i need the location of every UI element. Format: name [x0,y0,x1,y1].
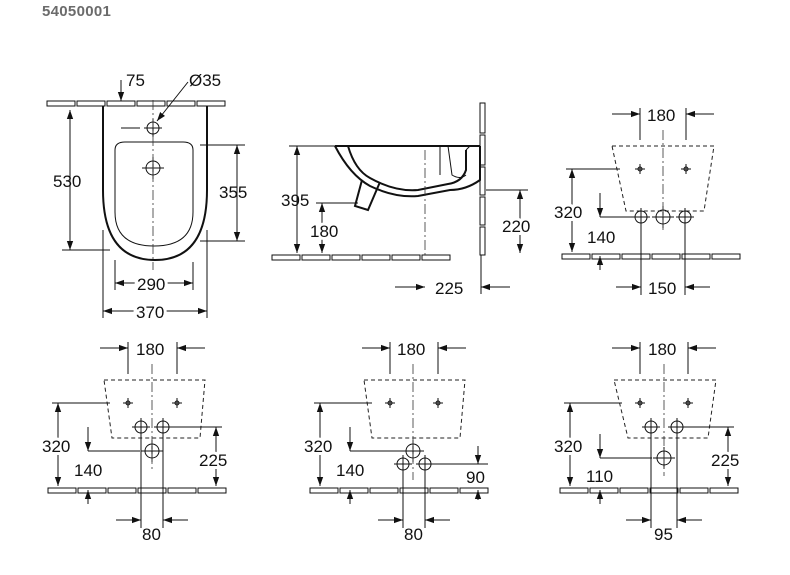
wall-line [46,100,226,107]
dim-supply-spacing: 80 [142,525,161,544]
dim-inner-height: 180 [310,222,338,241]
outline-dashed [611,145,715,212]
dim-height: 320 [554,203,582,222]
dim-supply-height: 225 [199,451,227,470]
floor-line [309,487,489,494]
bidet-outline [102,106,208,262]
dim-bolt-spacing: 180 [648,340,676,359]
dim-tap-hole: Ø35 [189,71,221,90]
dim-supply-spacing: 95 [654,525,673,544]
dim-supply-height: 225 [711,451,739,470]
dim-height: 320 [554,437,582,456]
dim-supply-height: 90 [466,468,485,487]
dim-supply-spacing: 80 [404,525,423,544]
dim-height: 395 [281,191,309,210]
floor-line [561,253,741,260]
dim-bolt-spacing: 180 [647,106,675,125]
wall-view-a: 180 320 140 150 [551,106,741,298]
dim-low-height: 140 [587,228,615,247]
floor-line [559,487,739,494]
dim-low-height: 140 [336,461,364,480]
floor-line [271,254,451,261]
dim-bolt-spacing: 180 [136,340,164,359]
product-code: 54050001 [42,3,112,20]
dim-low-height: 110 [586,467,613,486]
side-view: 395 180 220 225 [271,102,533,298]
dim-bracket-height: 220 [502,217,530,236]
bidet-profile [334,145,481,212]
outline-dashed [103,379,206,439]
dim-offset: 150 [648,279,676,298]
dim-length: 530 [53,172,81,191]
outline-dashed [363,379,466,439]
floor-line [47,487,227,494]
bowl-outline [114,141,194,247]
outline-dashed [613,379,717,439]
top-view: 75 Ø35 530 355 290 370 [46,71,247,325]
dim-width: 370 [136,303,164,322]
dim-height: 320 [304,437,332,456]
dim-depth: 225 [435,279,463,298]
dim-height: 320 [42,437,70,456]
dim-bowl-width: 290 [137,275,165,294]
dim-bowl-length: 355 [219,183,247,202]
wall-view-b: 180 320 140 225 80 [39,340,230,544]
dim-tap-offset: 75 [126,71,145,90]
dim-low-height: 140 [74,461,102,480]
wall-view-c: 180 320 140 90 80 [301,340,489,544]
dim-bolt-spacing: 180 [397,340,425,359]
wall-view-d: 180 320 110 225 95 [551,340,742,544]
